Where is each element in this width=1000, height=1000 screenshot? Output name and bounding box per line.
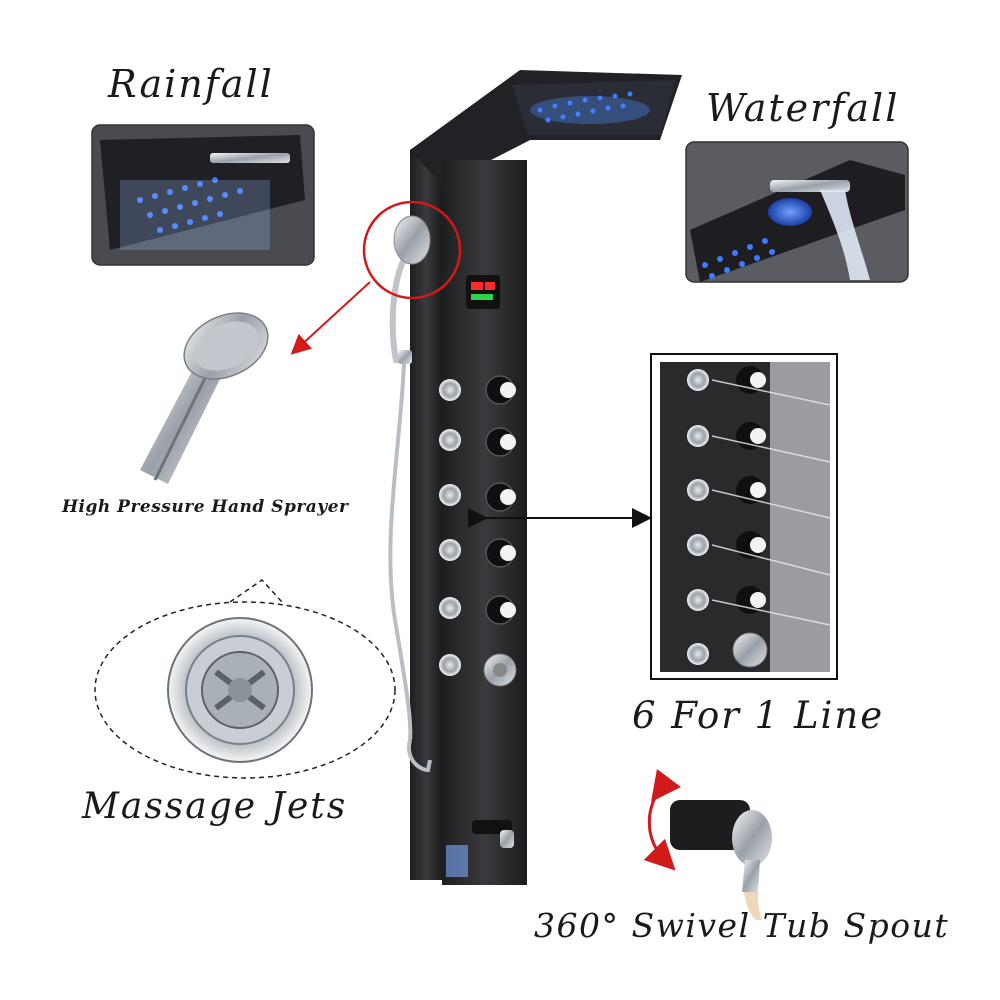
waterfall-inset	[685, 141, 909, 283]
shower-panel	[388, 70, 682, 885]
tub-spout-image	[643, 769, 772, 920]
hand-sprayer-label: High Pressure Hand Sprayer	[62, 497, 349, 517]
massage-jet-column	[439, 379, 461, 676]
control-knob-column	[483, 375, 517, 687]
rainfall-label: Rainfall	[108, 62, 274, 106]
hand-sprayer-image	[140, 312, 269, 484]
swivel-arrow	[643, 769, 681, 871]
callout-arrow	[290, 281, 371, 355]
massage-jet-closeup	[94, 579, 396, 779]
rainfall-inset	[91, 124, 315, 266]
six-line-inset	[650, 353, 838, 680]
tub-spout-label: 360° Swivel Tub Spout	[534, 906, 950, 945]
six-for-one-label: 6 For 1 Line	[632, 694, 885, 737]
callout-circle	[362, 200, 462, 300]
massage-jets-label: Massage Jets	[82, 786, 348, 827]
waterfall-label: Waterfall	[706, 86, 900, 130]
